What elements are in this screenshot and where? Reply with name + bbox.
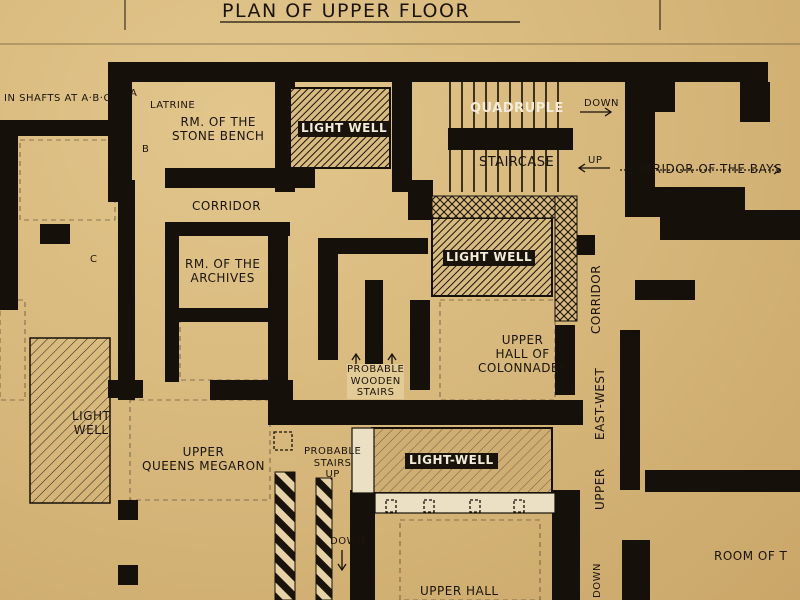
plan-title: PLAN OF UPPER FLOOR xyxy=(222,0,471,22)
upper-vertical-label: UPPER xyxy=(593,468,607,510)
shafts-label: IN SHAFTS AT A·B·C xyxy=(4,93,111,104)
upper-queens-megaron-label: UPPER QUEENS MEGARON xyxy=(142,445,266,473)
probable-stairs-up-label: PROBABLE STAIRS UP xyxy=(304,446,362,480)
probable-wooden-stairs-label: PROBABLE WOODEN STAIRS xyxy=(347,364,405,399)
mark-c: C xyxy=(90,254,98,265)
staircase-label: STAIRCASE xyxy=(479,155,555,170)
room-stone-bench-label: RM. OF THE STONE BENCH xyxy=(172,115,265,143)
room-archives-label: RM. OF THE ARCHIVES xyxy=(185,257,261,285)
light-well-3-label: LIGHT WELL xyxy=(72,409,111,437)
light-well-1-label: LIGHT WELL xyxy=(298,121,391,137)
corridor-vertical-label: CORRIDOR xyxy=(589,264,603,334)
down-label-2: DOWN xyxy=(330,536,365,547)
upper-hall-label: UPPER HALL xyxy=(420,584,499,598)
upper-hall-colonnades-label: UPPER HALL OF COLONNADES xyxy=(478,333,568,375)
mark-a: A xyxy=(130,88,138,99)
corridor-label: CORRIDOR xyxy=(192,199,262,213)
room-of-label: ROOM OF T xyxy=(714,549,788,563)
quadruple-label: QUADRUPLE xyxy=(470,101,564,116)
light-well-4-label: LIGHT-WELL xyxy=(405,453,498,469)
light-well-2-label: LIGHT WELL xyxy=(443,250,536,266)
latrine-label: LATRINE xyxy=(150,100,196,111)
down-label-1: DOWN xyxy=(584,98,619,109)
east-west-label: EAST-WEST xyxy=(593,367,607,440)
mark-b: B xyxy=(142,144,150,155)
down-label-3: DOWN xyxy=(592,563,603,598)
up-label: UP xyxy=(588,155,603,166)
corridor-bays-label: CORRIDOR OF THE BAYS xyxy=(625,162,783,176)
